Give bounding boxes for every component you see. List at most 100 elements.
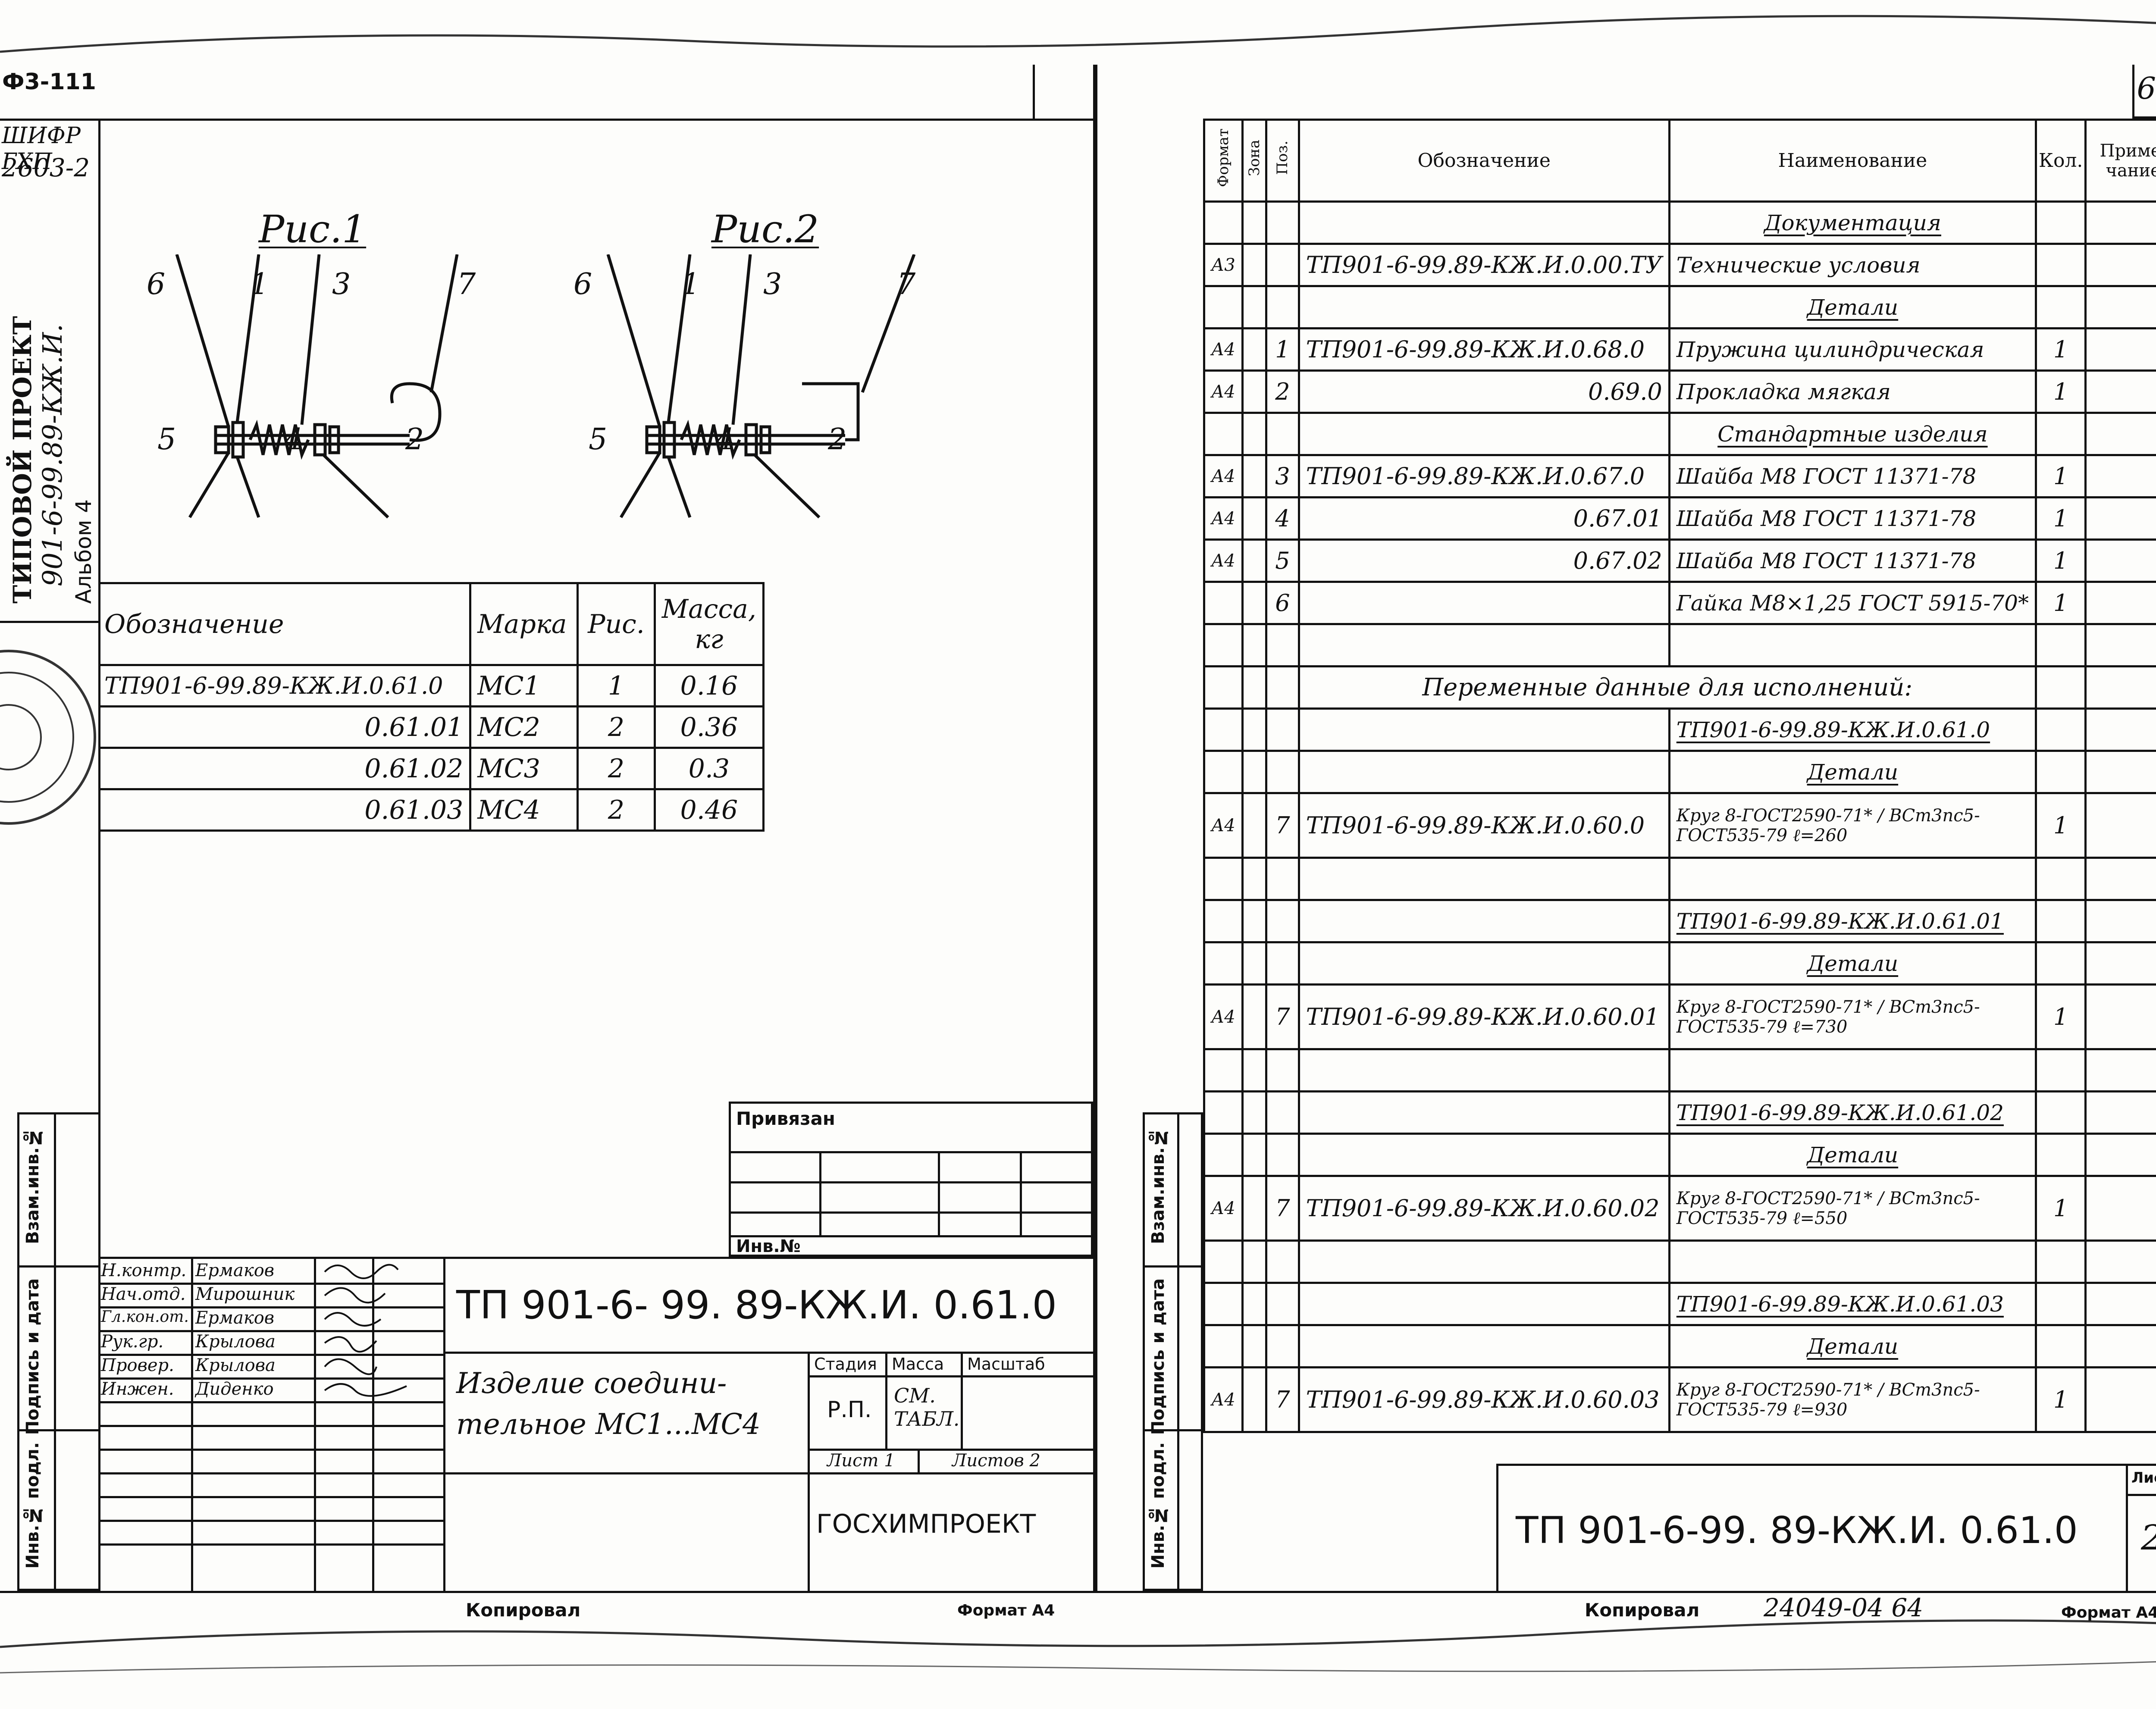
qty-cell [2034,941,2087,986]
note-cell [2084,327,2156,372]
format-cell [1203,1282,1244,1326]
note-cell [2084,707,2156,752]
left-sheet: Ф3-111 ШИФР ГХП 2603-2 ТИПОВОЙ ПРОЕКТ 90… [0,65,1095,1630]
album-label: Альбом 4 [71,499,96,604]
figure-cell: 1 [577,664,656,707]
designation-cell [1297,285,1670,329]
name-cell: ТП901-6-99.89-КЖ.И.0.61.0 [1668,707,2037,752]
mass-header: Масса [892,1355,944,1374]
right-document-code: ТП 901-6-99. 89-КЖ.И. 0.61.0 [1516,1509,2078,1552]
zone-cell [1241,1324,1268,1368]
designation-cell: ТП901-6-99.89-КЖ.И.0.68.0 [1297,327,1670,372]
mass-cell: 0.46 [653,788,765,832]
zone-cell [1241,454,1268,498]
signer-name-4: Крылова [195,1332,276,1352]
col-header-format: Формат [1203,119,1244,203]
qty-cell: 1 [2034,1366,2087,1433]
qty-cell [2034,1324,2087,1368]
note-cell [2084,1090,2156,1135]
note-cell [2084,454,2156,498]
pos-cell: 4 [1265,496,1300,541]
zone-cell [1241,1048,1268,1092]
fig1-label-3: 3 [332,267,351,301]
note-cell [2084,1048,2156,1092]
fig2-label-3: 3 [763,267,782,301]
designation-cell: 0.61.02 [98,747,472,790]
qty-cell [2034,1282,2087,1326]
designation-cell: 0.61.03 [98,788,472,832]
designation-cell [1297,1239,1670,1284]
spec-row: Документация [1203,200,2156,245]
note-cell [2084,750,2156,794]
format-cell [1203,941,1244,986]
signer-name-1: Ермаков [195,1261,275,1280]
signer-name-6: Диденко [195,1379,274,1399]
name-cell: Детали [1668,1133,2037,1177]
note-cell [2084,623,2156,667]
note-cell [2084,538,2156,583]
pos-cell: 6 [1265,581,1300,625]
pos-cell [1265,285,1300,329]
pos-cell [1265,1282,1300,1326]
format-cell [1203,1239,1244,1284]
document-code: ТП 901-6- 99. 89-КЖ.И. 0.61.0 [456,1283,1057,1328]
right-signature-date-label: Подпись и дата [1148,1278,1168,1435]
figure-cell: 2 [577,788,656,832]
pos-cell [1265,941,1300,986]
zone-cell [1241,941,1268,986]
note-cell [2084,1324,2156,1368]
qty-cell: 1 [2034,454,2087,498]
name-cell [1668,1239,2037,1284]
fig1-label-2: 2 [405,423,424,457]
figure-2-title: Рис.2 [711,207,819,251]
note-cell [2084,1282,2156,1326]
designation-cell [1297,200,1670,245]
pos-cell [1265,1090,1300,1135]
name-cell: ТП901-6-99.89-КЖ.И.0.61.02 [1668,1090,2037,1135]
note-cell [2084,665,2156,710]
sheet-number: Лист 1 [827,1451,895,1471]
qty-cell [2034,285,2087,329]
table-row: 0.61.01 МС2 2 0.36 [98,705,765,749]
format-cell: А3 [1203,243,1244,287]
qty-cell [2034,707,2087,752]
designation-cell: 0.69.0 [1297,369,1670,414]
mass-value: СМ. ТАБЛ. [894,1384,960,1430]
pos-cell [1265,1133,1300,1177]
figure-cell: 2 [577,705,656,749]
spec-row [1203,1239,2156,1284]
zone-cell [1241,899,1268,943]
spec-row: Детали [1203,941,2156,986]
qty-cell [2034,899,2087,943]
qty-cell: 1 [2034,792,2087,859]
fig1-label-7: 7 [457,267,476,301]
pos-cell [1265,1324,1300,1368]
qty-cell [2034,623,2087,667]
name-cell: Пружина цилиндрическая [1668,327,2037,372]
signatures-icon [324,1264,407,1397]
name-cell: Детали [1668,285,2037,329]
marks-table: Обозначение Марка Рис. Масса, кг ТП901-6… [98,582,765,832]
zone-cell [1241,285,1268,329]
name-cell: ТП901-6-99.89-КЖ.И.0.61.03 [1668,1282,2037,1326]
qty-cell [2034,200,2087,245]
corner-code: Ф3-111 [2,69,96,95]
zone-cell [1241,623,1268,667]
pos-cell [1265,200,1300,245]
format-cell: А4 [1203,538,1244,583]
name-cell: Круг 8-ГОСТ2590-71* / ВСт3пс5-ГОСТ535-79… [1668,1366,2037,1433]
inv-original-label: Инв.№ подл. [23,1442,43,1569]
fig1-label-6: 6 [147,267,166,301]
pos-cell [1265,243,1300,287]
cipher-stamp: ШИФР ГХП 2603-2 ТИПОВОЙ ПРОЕКТ 901-6-99.… [0,119,100,623]
list-label: Лист [2131,1469,2156,1487]
zone-cell [1241,581,1268,625]
format-cell [1203,1324,1244,1368]
format-cell: А4 [1203,454,1244,498]
designation-cell: 0.61.01 [98,705,472,749]
